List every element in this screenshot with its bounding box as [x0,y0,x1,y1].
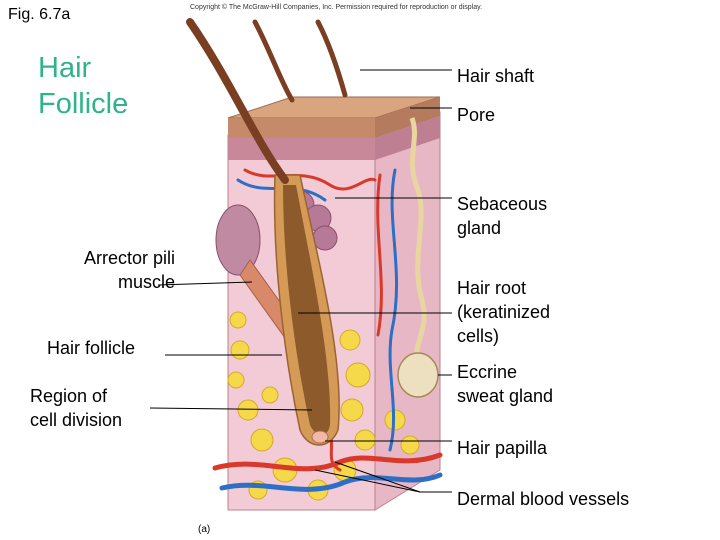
label-arrector-line-2: muscle [117,272,175,292]
label-sebaceous-line-1: Sebaceous [457,194,548,214]
artery [243,168,377,191]
fat-cell [345,362,371,388]
label-eccrine-line-2: sweat gland [457,386,554,406]
label-sebaceous-gland: Sebaceous gland [457,192,547,240]
hair-papilla [311,430,329,444]
hair-shaft [315,19,348,98]
hair-follicle [273,174,340,446]
title-line-1: Hair [38,52,92,84]
hair-shafts [186,18,348,184]
hair-shaft [186,18,289,184]
label-region-line-1: Region of [30,386,108,406]
gland-lobe [312,225,338,251]
epidermis-front [228,118,375,138]
hair-root [283,185,331,435]
fat-cell [230,340,250,360]
sweat-duct [409,117,427,361]
artery [376,173,383,337]
epidermis-side-layer [375,116,440,160]
label-root-line-2: (keratinized [457,302,551,322]
label-pore: Pore [457,105,496,125]
label-eccrine-line-1: Eccrine [457,362,518,382]
epidermis-layer [228,138,375,160]
vein [388,168,399,452]
fat-cell [237,399,259,421]
label-region-cell-division: Region of cell division [30,384,122,432]
copyright-notice: Copyright © The McGraw-Hill Companies, I… [190,4,483,11]
gland-coil [397,352,439,398]
label-hair-follicle: Hair follicle [47,338,136,358]
vein [219,472,443,492]
figure-number: Fig. 6.7a [8,6,71,23]
artery [212,452,443,472]
fat-cell [354,429,376,451]
leader-vessels-1 [334,461,421,493]
fat-cell [339,329,361,351]
panel-sublabel: (a) [198,524,211,535]
label-eccrine-sweat-gland: Eccrine sweat gland [457,360,553,408]
leader-arrector [157,281,253,286]
fat-cell [400,435,420,455]
label-sebaceous-line-2: gland [457,218,502,238]
fat-cell [229,311,247,329]
label-root-line-1: Hair root [457,278,527,298]
label-arrector-line-1: Arrector pili [83,248,175,268]
label-hair-papilla: Hair papilla [457,438,548,458]
figure-title: Hair Follicle [38,50,128,122]
label-root-line-3: cells) [457,326,500,346]
label-dermal-blood-vessels: Dermal blood vessels [457,489,630,509]
muscle-lobe [215,204,261,276]
hair-shaft [252,19,295,103]
fat-cell [261,386,279,404]
label-hair-root: Hair root (keratinized cells) [457,276,550,348]
fat-cell [250,428,274,452]
leader-lines [149,69,452,493]
leader-vessels-2 [314,469,421,493]
fat-cell [227,371,245,389]
title-line-2: Follicle [38,88,129,120]
label-hair-shaft: Hair shaft [457,66,535,86]
epidermis-side [375,97,440,138]
fat-cell [340,398,364,422]
label-arrector-pili: Arrector pili muscle [40,246,175,294]
label-region-line-2: cell division [30,410,123,430]
leader-region [149,407,313,411]
